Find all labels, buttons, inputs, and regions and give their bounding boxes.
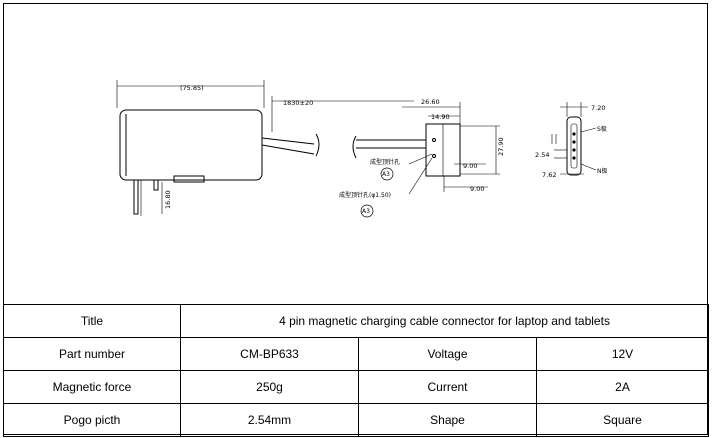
spec-label-cell: Pogo picth xyxy=(3,403,181,437)
body-width-dim: (75.85) xyxy=(180,84,204,92)
connector-offset-a-dim: 9.00 xyxy=(463,162,477,170)
spec-value-cell: 12V xyxy=(535,337,710,371)
spec-label-cell: Shape xyxy=(358,403,537,437)
cable-top xyxy=(261,137,315,145)
pogo-pin xyxy=(572,156,576,160)
callout-circle-b xyxy=(360,204,374,218)
spec-value-cell: 2A xyxy=(535,370,710,404)
cable-bottom xyxy=(261,144,315,155)
connector-side-view xyxy=(566,116,582,176)
spec-row: Part number CM-BP633 Voltage 12V xyxy=(3,337,710,371)
spec-value-cell: 250g xyxy=(180,370,359,404)
cable-break-2 xyxy=(352,135,357,159)
pos-marker-note: S极 xyxy=(597,125,607,133)
plug-base xyxy=(173,175,205,183)
drawing-frame: (75.85) 1830±20 26.60 14.90 27.90 9.00 9… xyxy=(3,3,710,437)
cable-break xyxy=(315,133,320,157)
spec-value-cell: Square xyxy=(535,403,710,437)
mold-hole-note: 成型顶针孔 xyxy=(370,158,400,166)
side-bottom-dim: 7.62 xyxy=(542,171,556,179)
spec-table: Title 4 pin magnetic charging cable conn… xyxy=(3,304,710,437)
plug-prong xyxy=(133,179,139,215)
spec-label-cell: Magnetic force xyxy=(3,370,181,404)
pogo-pin xyxy=(572,132,576,136)
connector-inner-dim: 14.90 xyxy=(431,113,450,121)
title-label-cell: Title xyxy=(3,304,181,338)
connector-height-dim: 27.90 xyxy=(497,137,505,156)
neg-marker-note: N极 xyxy=(597,167,608,175)
adapter-body xyxy=(119,109,263,181)
pin-pitch-dim: 2.54 xyxy=(535,151,549,159)
callout-circle-a xyxy=(380,167,394,181)
spec-label-cell: Voltage xyxy=(358,337,537,371)
spec-row: Magnetic force 250g Current 2A xyxy=(3,370,710,404)
technical-drawing: (75.85) 1830±20 26.60 14.90 27.90 9.00 9… xyxy=(4,4,707,304)
connector-offset-b-dim: 9.00 xyxy=(470,185,484,193)
plug-height-dim: 16.80 xyxy=(164,190,172,209)
spec-label-cell: Part number xyxy=(3,337,181,371)
mold-hole-dia-note: 成型顶针孔(φ1.50) xyxy=(339,191,391,199)
callout-label-b: A3 xyxy=(362,208,370,215)
spec-title-row: Title 4 pin magnetic charging cable conn… xyxy=(3,304,710,338)
plug-prong-short xyxy=(153,179,159,191)
title-value-cell: 4 pin magnetic charging cable connector … xyxy=(179,304,710,338)
spec-row: Pogo picth 2.54mm Shape Square xyxy=(3,403,710,437)
connector-length-dim: 26.60 xyxy=(421,98,440,106)
cable-length-dim: 1830±20 xyxy=(283,99,313,107)
pogo-pin xyxy=(572,140,576,144)
side-width-dim: 7.20 xyxy=(591,104,605,112)
callout-label-a: A3 xyxy=(382,171,390,178)
pogo-pin xyxy=(572,148,576,152)
spec-value-cell: CM-BP633 xyxy=(180,337,359,371)
spec-value-cell: 2.54mm xyxy=(180,403,359,437)
spec-label-cell: Current xyxy=(358,370,537,404)
drawing-svg: (75.85) 1830±20 26.60 14.90 27.90 9.00 9… xyxy=(116,80,608,218)
